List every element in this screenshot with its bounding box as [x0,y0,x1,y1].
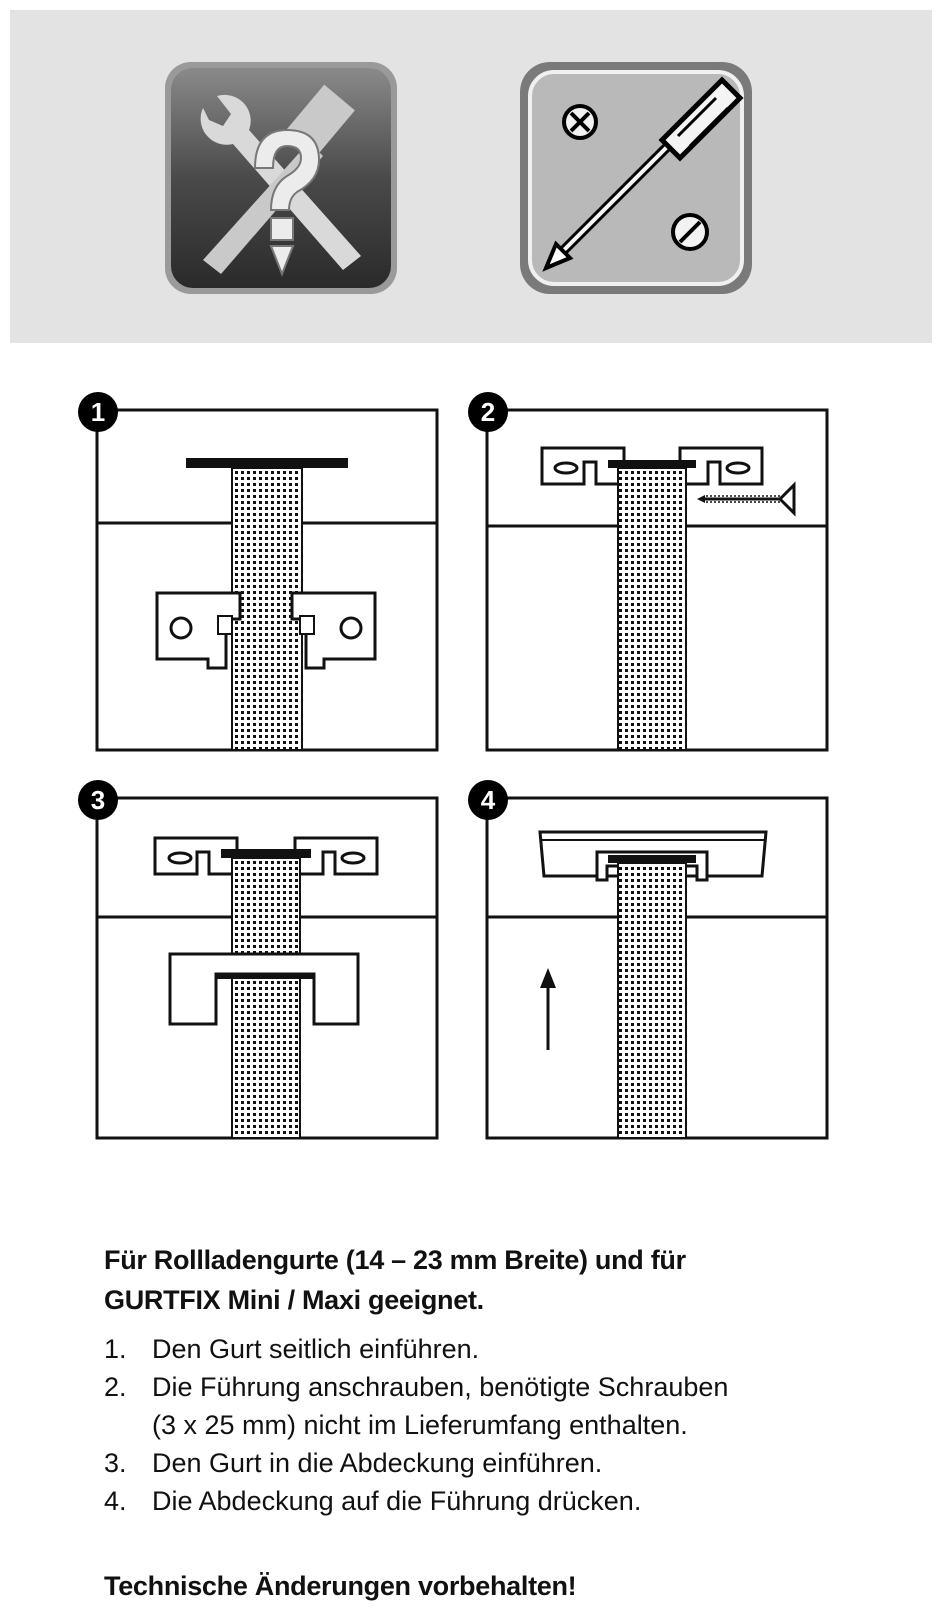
heading-line-1: Für Rollladengurte (14 – 23 mm Breite) u… [104,1245,686,1275]
list-item: 4. Die Abdeckung auf die Führung drücken… [104,1482,904,1520]
figure-number: 3 [91,785,105,815]
figure-3: 3 [78,780,439,1140]
figure-2: 2 [468,392,829,752]
footer-note: Technische Änderungen vorbehalten! [104,1571,577,1601]
step-number: 3. [104,1448,127,1478]
list-item: 1. Den Gurt seitlich einführen. [104,1330,904,1368]
screw-icon [697,481,796,517]
step-text: Den Gurt seitlich einführen. [152,1334,480,1364]
step-text-line: (3 x 25 mm) nicht im Lieferumfang enthal… [152,1410,688,1440]
step-number: 4. [104,1486,127,1516]
figure-number: 4 [481,785,496,815]
figure-1: 1 [78,392,439,752]
heading-line-2: GURTFIX Mini / Maxi geeignet. [104,1285,484,1315]
step-text: Den Gurt in die Abdeckung einführen. [152,1448,603,1478]
steps-list: 1. Den Gurt seitlich einführen. 2. Die F… [104,1330,904,1520]
screwdriver-screws-icon [518,60,754,296]
wrench-hammer-question-icon [163,60,399,296]
slotted-screw-icon [671,213,709,251]
step-text: Die Führung anschrauben, benötigte Schra… [152,1368,904,1444]
step-number: 2. [104,1372,127,1402]
figure-number: 1 [91,397,105,427]
mounting-steps-illustration: 1 2 [0,380,942,1170]
icon-panel [10,10,932,343]
instructions-text: Für Rollladengurte (14 – 23 mm Breite) u… [104,1240,904,1520]
figure-number: 2 [481,397,495,427]
arrow-up-icon [540,968,556,1050]
phillips-screw-icon [562,104,598,140]
list-item: 3. Den Gurt in die Abdeckung einführen. [104,1444,904,1482]
list-item: 2. Die Führung anschrauben, benötigte Sc… [104,1368,904,1444]
step-text-line: Die Führung anschrauben, benötigte Schra… [152,1372,729,1402]
step-number: 1. [104,1334,127,1364]
figure-4: 4 [468,780,829,1140]
step-text: Die Abdeckung auf die Führung drücken. [152,1486,642,1516]
heading: Für Rollladengurte (14 – 23 mm Breite) u… [104,1240,904,1320]
